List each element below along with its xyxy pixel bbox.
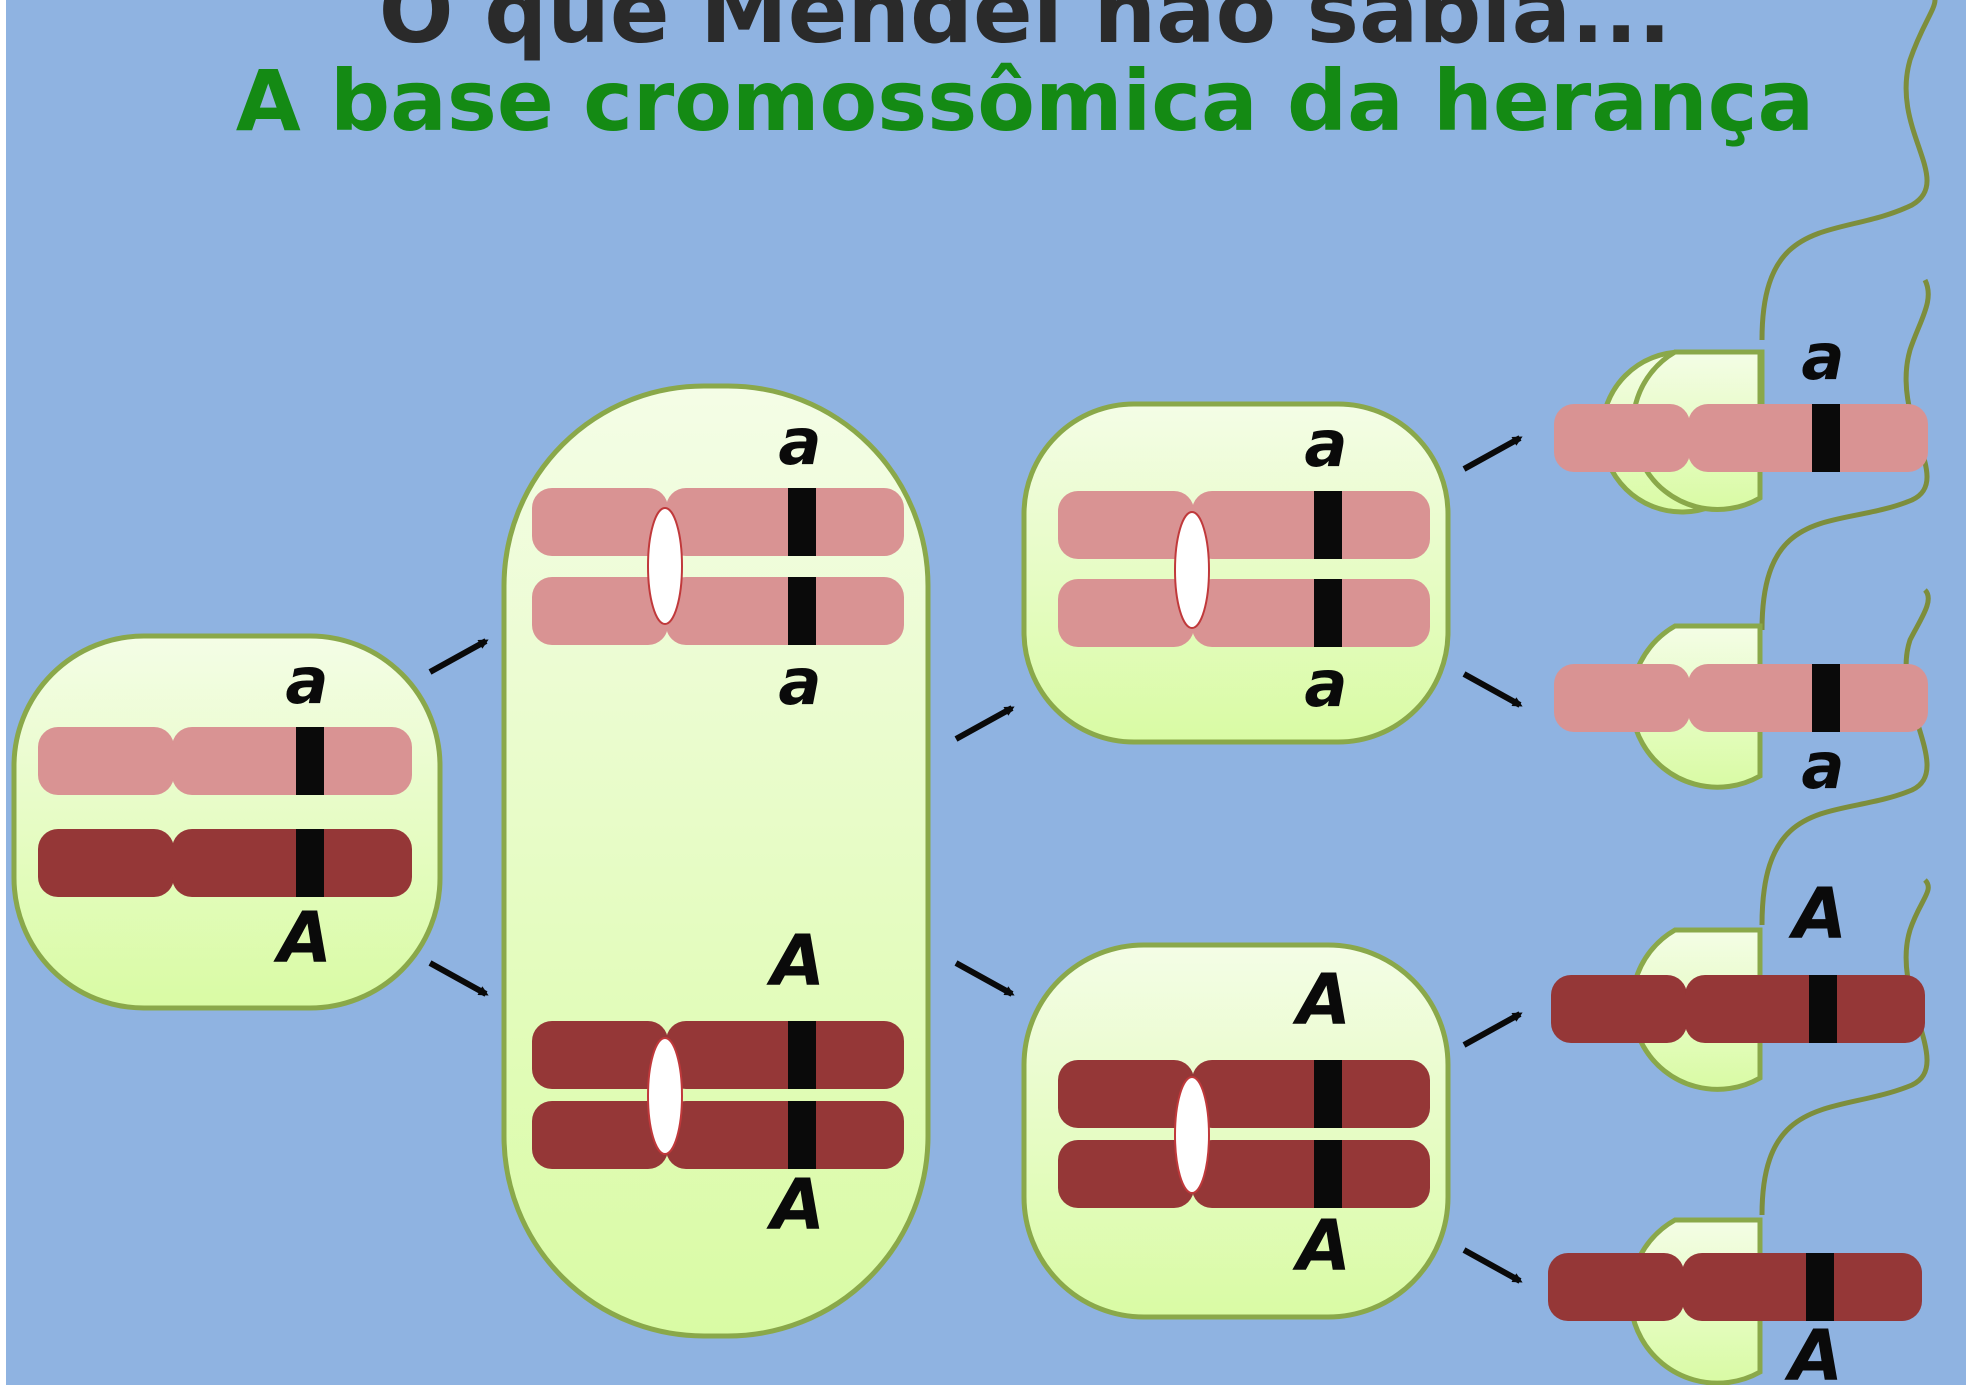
allele-label: a	[1304, 408, 1347, 482]
allele-label: a	[1801, 321, 1844, 395]
allele-label: a	[778, 406, 821, 480]
centromere	[1174, 1076, 1210, 1194]
parent-chromosome-light	[38, 727, 412, 795]
meiosis2-cell-b	[1021, 942, 1451, 1320]
gamete-2	[1554, 623, 1928, 790]
parent-chromosome-dark	[38, 829, 412, 897]
flagellum-line	[1759, 588, 1931, 926]
gamete-4	[1548, 1217, 1922, 1385]
meiosis1-chromatid-dark-lower	[532, 1101, 904, 1169]
meiosis2b-chromatid-lower	[1058, 1140, 1430, 1208]
allele-label: a	[778, 646, 821, 720]
allele-label: A	[766, 1164, 825, 1246]
flagellum-line	[1759, 0, 1938, 341]
gamete-1	[1554, 349, 1928, 515]
flagellum-line	[1759, 278, 1931, 631]
arrow	[428, 960, 489, 997]
slide-title: O que Mendel não sabia...	[378, 0, 1672, 63]
allele-label: A	[1784, 1315, 1843, 1385]
arrow	[1462, 671, 1523, 708]
meiosis2b-chromatid-upper	[1058, 1060, 1430, 1128]
gamete-3	[1551, 927, 1925, 1092]
arrow	[1462, 1011, 1523, 1048]
allele-label: A	[766, 920, 825, 1002]
arrow	[1462, 1247, 1523, 1284]
allele-label: A	[273, 897, 332, 979]
meiosis2-cell-a	[1021, 401, 1451, 745]
allele-label: a	[285, 645, 328, 719]
arrow	[428, 638, 489, 675]
allele-label: A	[1788, 873, 1847, 955]
arrow	[954, 960, 1015, 997]
meiosis1-chromatid-dark-upper	[532, 1021, 904, 1089]
meiosis1-chromatid-light-upper	[532, 488, 904, 556]
parent-cell	[11, 633, 443, 1011]
centromere	[647, 1037, 683, 1155]
slide-subtitle: A base cromossômica da herança	[235, 52, 1815, 150]
allele-label: A	[1292, 1205, 1351, 1287]
allele-label: a	[1801, 730, 1844, 804]
meiosis1-chromatid-light-lower	[532, 577, 904, 645]
centromere	[647, 507, 683, 625]
allele-label: a	[1304, 648, 1347, 722]
centromere	[1174, 511, 1210, 629]
arrow	[1462, 435, 1523, 472]
allele-label: A	[1292, 959, 1351, 1041]
meiosis2a-chromatid-lower	[1058, 579, 1430, 647]
flagellum-line	[1759, 878, 1931, 1216]
arrow	[954, 705, 1015, 742]
meiosis2a-chromatid-upper	[1058, 491, 1430, 559]
